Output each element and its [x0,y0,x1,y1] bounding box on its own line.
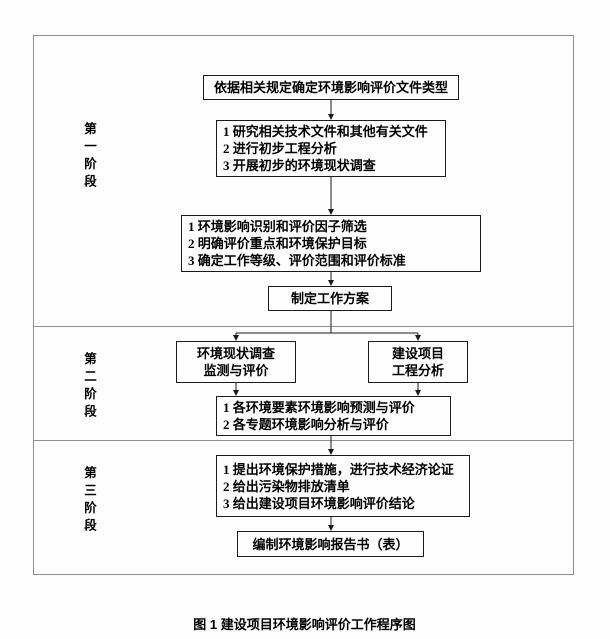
phase-label-2: 第二阶段 [82,352,96,422]
box-line: 1 研究相关技术文件和其他有关文件 [223,124,428,139]
box-line: 2 各专题环境影响分析与评价 [223,417,389,432]
box-line: 2 给出污染物排放清单 [223,478,350,494]
flow-box-doc-type: 依据相关规定确定环境影响评价文件类型 [203,75,459,100]
box-line: 1 环境影响识别和评价因子筛选 [188,219,367,234]
box-line: 工程分析 [391,363,444,378]
flowchart-border [33,35,574,575]
phase-label-3: 第三阶段 [82,466,96,536]
box-line: 1 提出环境保护措施，进行技术经济论证 [223,461,454,477]
box-line: 1 各环境要素环境影响预测与评价 [223,400,415,415]
phase-divider-2 [33,440,574,441]
box-line: 3 给出建设项目环境影响评价结论 [223,495,415,511]
figure-caption: 图 1 建设项目环境影响评价工作程序图 [193,617,416,632]
box-line: 监测与评价 [203,363,269,378]
box-line: 环境现状调查 [196,346,275,361]
box-line: 3 确定工作等级、评价范围和评价标准 [188,253,406,268]
box-line: 2 明确评价重点和环境保护目标 [188,236,367,251]
box-line: 建设项目 [391,346,444,361]
box-line: 3 开展初步的环境现状调查 [223,158,376,173]
flow-box-impact-prediction: 1 各环境要素环境影响预测与评价 2 各专题环境影响分析与评价 [216,396,451,436]
flow-box-impact-identification: 1 环境影响识别和评价因子筛选 2 明确评价重点和环境保护目标 3 确定工作等级… [181,215,481,272]
box-line: 依据相关规定确定环境影响评价文件类型 [213,80,448,95]
box-line: 编制环境影响报告书（表） [252,536,409,552]
box-line: 制定工作方案 [290,291,369,306]
flow-box-preliminary-work: 1 研究相关技术文件和其他有关文件 2 进行初步工程分析 3 开展初步的环境现状… [216,120,446,177]
flow-box-measures-conclusion: 1 提出环境保护措施，进行技术经济论证 2 给出污染物排放清单 3 给出建设项目… [216,455,470,517]
flow-box-project-analysis: 建设项目 工程分析 [368,341,468,383]
phase-divider-1 [33,326,574,327]
flow-box-report: 编制环境影响报告书（表） [237,531,424,557]
flow-box-status-survey: 环境现状调查 监测与评价 [176,341,296,383]
flow-box-work-plan: 制定工作方案 [268,286,392,311]
phase-label-1: 第一阶段 [82,122,96,192]
box-line: 2 进行初步工程分析 [223,141,337,156]
